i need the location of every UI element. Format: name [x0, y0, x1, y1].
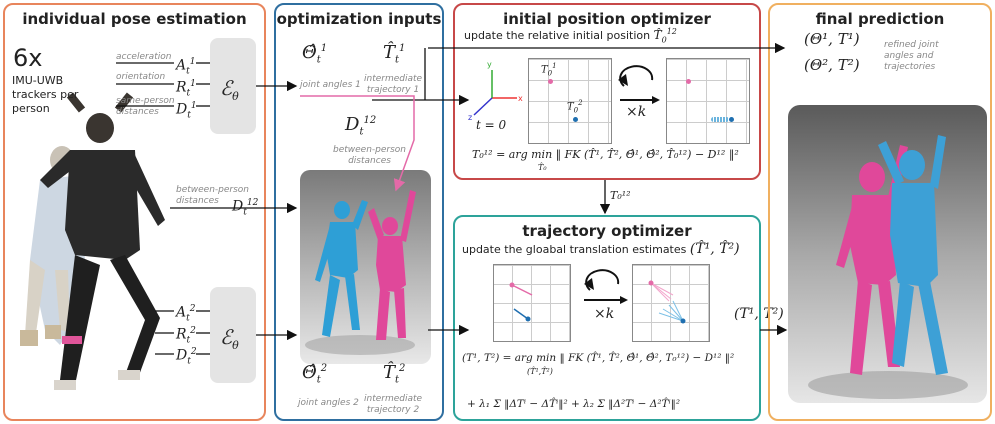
- tracker-count: 6x: [13, 44, 43, 72]
- panel-title: optimization inputs: [276, 10, 442, 28]
- blue-point: [573, 117, 578, 122]
- pink-figure: [368, 190, 416, 340]
- panel-final-prediction: final prediction: [768, 3, 992, 421]
- grid-initial-before: T01 T02: [528, 58, 612, 144]
- panel-individual-pose-estimation: individual pose estimation: [3, 3, 266, 421]
- sym-A2: At2: [176, 304, 196, 324]
- sym-theta1: Θ̂t1: [302, 42, 328, 66]
- label-acceleration: acceleration: [116, 52, 172, 62]
- tracker-desc: IMU-UWB trackers per person: [12, 74, 79, 115]
- arrow-label-T0-12: T₀¹²: [610, 189, 631, 202]
- traj-fan-after: [648, 280, 686, 324]
- panel-title: trajectory optimizer: [522, 222, 692, 240]
- final-figures: [808, 135, 968, 399]
- panel-trajectory-optimizer: trajectory optimizer: [453, 215, 761, 421]
- blue-figure-final: [878, 135, 948, 375]
- blue-figure: [315, 200, 368, 337]
- label-between-person: between-person: [176, 185, 250, 195]
- pink-point: [548, 79, 553, 84]
- t-equals-zero: t = 0: [476, 118, 507, 132]
- sym-theta2: Θ̂t2: [302, 362, 328, 386]
- panel-initial-position-optimizer: initial position optimizer: [453, 3, 761, 180]
- sym-D12-mid: Dt12: [345, 114, 377, 138]
- render-two-persons: [300, 170, 431, 364]
- sym-R2: Rt2: [176, 326, 196, 346]
- refined-label: refined joint angles and trajectories: [884, 40, 939, 72]
- formula-initial: T₀¹² = arg min ‖ FK (T̂¹, T̂², Θ̂¹, Θ̂²,…: [472, 148, 739, 161]
- label-intermediate-traj-1: intermediate trajectory 1: [364, 74, 423, 95]
- sym-R1: Rt1: [176, 79, 196, 99]
- label-joint-angles-1: joint angles 1: [300, 80, 361, 90]
- label-intermediate-traj-2: intermediate trajectory 2: [364, 394, 423, 415]
- label-joint-angles-2: joint angles 2: [298, 398, 359, 408]
- sym-D2: Dt2: [176, 347, 197, 367]
- grid-traj-before: [493, 264, 571, 342]
- traj-lines-before: [509, 282, 533, 322]
- blue-point: [729, 117, 734, 122]
- formula-traj-1-argmin-sub: (T̂¹,T̂²): [527, 367, 553, 376]
- final-pred-1: (Θ¹, T¹): [804, 30, 860, 48]
- panel-title: initial position optimizer: [503, 10, 711, 28]
- formula-traj-2: + λ₁ Σ ‖ΔTⁱ − ΔT̂ⁱ‖² + λ₂ Σ ‖Δ²Tⁱ − Δ²T̂…: [467, 398, 681, 410]
- grid-traj-after: [632, 264, 710, 342]
- traj-output: (T¹, T²): [734, 306, 784, 322]
- panel-title: individual pose estimation: [22, 10, 247, 28]
- times-k-2: ×k: [594, 306, 615, 322]
- sym-D12-left: Dt12: [232, 198, 259, 218]
- pink-point: [686, 79, 691, 84]
- formula-initial-argmin-sub: T̂₀: [538, 163, 547, 172]
- label-distances: distances: [116, 107, 159, 117]
- label-orientation: orientation: [116, 72, 166, 82]
- render-figures: [305, 190, 416, 355]
- encoder-box-1: [210, 38, 256, 134]
- panel4-subtitle: update the gloabal translation estimates…: [462, 241, 740, 257]
- final-pred-2: (Θ², T²): [804, 56, 860, 74]
- grid-initial-after: [666, 58, 750, 144]
- formula-traj-1: (T¹, T²) = arg min ‖ FK (T̂¹, T̂², Θ̂¹, …: [462, 352, 735, 364]
- sym-traj1: T̂t1: [383, 42, 406, 66]
- label-between-person-mid: between-person distances: [333, 145, 407, 166]
- encoder-box-2: [210, 287, 256, 383]
- panel-optimization-inputs: optimization inputs: [274, 3, 444, 421]
- sym-D1: Dt1: [176, 101, 197, 121]
- render-final: [788, 105, 987, 403]
- label-same-person: same-person: [116, 96, 175, 106]
- blue-trail: [711, 117, 729, 122]
- encoder-symbol-1: ℰθ: [220, 76, 239, 103]
- panel-title: final prediction: [815, 10, 945, 28]
- sym-traj2: T̂t2: [383, 362, 406, 386]
- panel3-subtitle: update the relative initial position T̂0…: [464, 27, 677, 45]
- times-k-1: ×k: [626, 104, 647, 120]
- sym-A1: At1: [176, 57, 196, 77]
- encoder-symbol-2: ℰθ: [220, 325, 239, 352]
- label-between-distances: distances: [176, 196, 219, 206]
